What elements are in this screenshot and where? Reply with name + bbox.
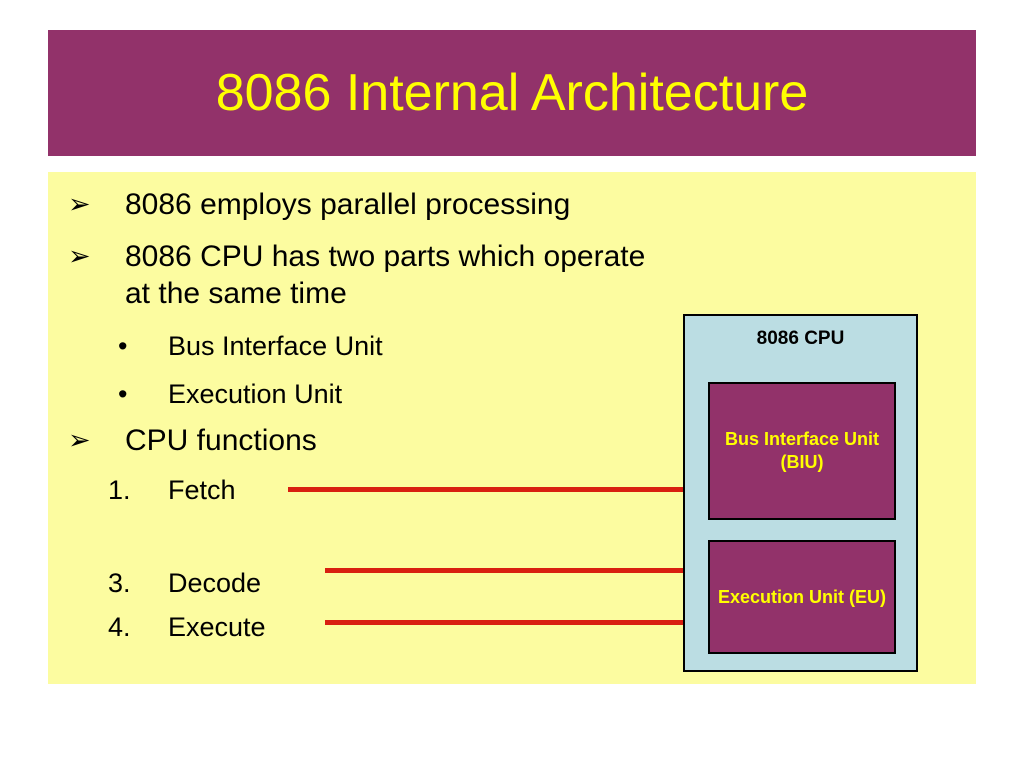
content-panel: ➢ 8086 employs parallel processing ➢ 808… xyxy=(48,172,976,684)
bullet-dot-icon: • xyxy=(118,331,128,361)
list-item-text: Execute xyxy=(168,612,266,642)
list-number: 4. xyxy=(108,612,131,642)
list-item-text: 8086 employs parallel processing xyxy=(125,188,571,221)
cpu-diagram: 8086 CPU Bus Interface Unit (BIU) Execut… xyxy=(683,314,918,672)
execute-arrow xyxy=(325,616,708,628)
list-item: ➢ 8086 employs parallel processing xyxy=(48,186,670,223)
bullet-arrow-icon: ➢ xyxy=(68,241,91,271)
fetch-arrow xyxy=(288,483,708,495)
execute-arrow-shaft xyxy=(325,620,694,625)
list-item-text: Execution Unit xyxy=(168,379,343,409)
list-item-text: Fetch xyxy=(168,475,236,505)
list-item: 4. Execute xyxy=(48,610,608,644)
cpu-diagram-title: 8086 CPU xyxy=(756,328,845,349)
decode-arrow xyxy=(325,564,708,576)
list-item: 3. Decode xyxy=(48,566,608,600)
decode-arrow-shaft xyxy=(325,568,694,573)
bullet-arrow-icon: ➢ xyxy=(68,425,91,455)
list-item: ➢ 8086 CPU has two parts which operate a… xyxy=(48,238,670,312)
list-number: 3. xyxy=(108,568,131,598)
list-item: • Bus Interface Unit xyxy=(48,329,608,363)
list-item: ➢ CPU functions xyxy=(48,422,670,459)
bus-interface-unit-box: Bus Interface Unit (BIU) xyxy=(708,382,896,520)
fetch-arrow-shaft xyxy=(288,487,694,492)
execution-unit-box: Execution Unit (EU) xyxy=(708,540,896,654)
title-banner: 8086 Internal Architecture xyxy=(48,30,976,156)
page-title: 8086 Internal Architecture xyxy=(215,64,809,122)
list-item-text: Bus Interface Unit xyxy=(168,331,383,361)
list-item-text: Decode xyxy=(168,568,262,598)
list-item: 1. Fetch xyxy=(48,473,608,507)
list-item-text: CPU functions xyxy=(125,424,317,457)
list-item: • Execution Unit xyxy=(48,377,608,411)
list-item-text: 8086 CPU has two parts which operate at … xyxy=(125,240,654,310)
bullet-arrow-icon: ➢ xyxy=(68,189,91,219)
list-number: 1. xyxy=(108,475,131,505)
bullet-dot-icon: • xyxy=(118,379,128,409)
